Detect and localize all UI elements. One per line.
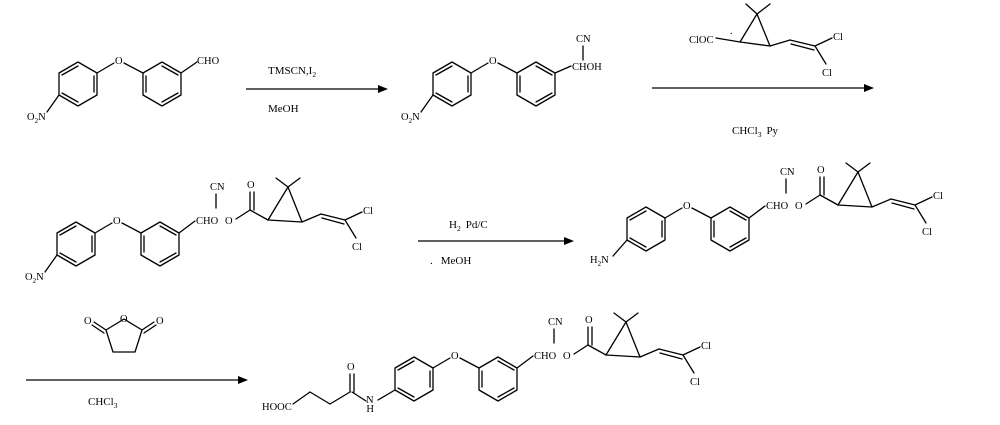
chlorine-label: Cl — [701, 341, 711, 352]
amide-nh-label: HN — [366, 395, 374, 415]
nitrile-label: CN — [576, 34, 591, 45]
nitrile-label: CN — [548, 317, 563, 328]
nitro-label: O2N — [27, 112, 46, 125]
step1-reagents: TMSCN,I2 — [268, 65, 316, 79]
carboxylic-acid-label: HOOC — [262, 402, 292, 413]
ether-oxygen: O — [113, 216, 121, 227]
cyclopropane-ring — [267, 186, 303, 223]
carbonyl-oxygen: O — [156, 316, 164, 327]
molecule-cyanohydrin: O2N O CHOH CN — [401, 34, 602, 125]
benzene-ring — [478, 356, 518, 402]
cyclopropane-ring — [837, 171, 873, 208]
aldehyde-label: CHO — [197, 56, 220, 67]
cyclopropane-ring — [739, 13, 771, 47]
reaction-arrow-1: TMSCN,I2 MeOH — [246, 65, 388, 115]
chlorine-label: Cl — [352, 242, 362, 253]
benzene-ring — [58, 61, 98, 107]
reaction-arrow-4: CHCl3 — [26, 376, 248, 410]
cyclopropane-ring — [605, 321, 641, 358]
benzene-ring — [56, 221, 96, 267]
benzene-ring — [710, 206, 750, 252]
nitrile-label: CN — [780, 167, 795, 178]
ester-carbon-label: CHO — [766, 201, 789, 212]
molecule-final-hapten: HOOC O HN O CHO CN O O — [262, 312, 711, 415]
ester-oxygen-label: O — [795, 201, 803, 212]
acyl-chloride-label: ClOC — [689, 35, 714, 46]
molecule-nitro-ester: O2N O CHO CN O O Cl Cl — [25, 177, 373, 285]
benzene-ring — [626, 206, 666, 252]
ester-carbon-label: CHO — [534, 351, 557, 362]
carbonyl-oxygen: O — [84, 316, 92, 327]
amide-oxygen: O — [347, 362, 355, 373]
chlorine-label: Cl — [933, 191, 943, 202]
ester-oxygen-label: O — [563, 351, 571, 362]
chlorine-label: Cl — [822, 68, 832, 79]
molecule-nitrophenoxy-benzaldehyde: O2N O CHO — [27, 56, 220, 125]
step1-solvent: MeOH — [268, 103, 299, 115]
ether-oxygen: O — [115, 56, 123, 67]
anhydride-ring — [105, 318, 143, 353]
benzene-ring — [394, 356, 434, 402]
benzene-ring — [142, 61, 182, 107]
carbonyl-oxygen: O — [817, 165, 825, 176]
svg-text:.: . — [730, 26, 733, 37]
amine-label: H2N — [590, 255, 609, 268]
carbonyl-oxygen: O — [585, 315, 593, 326]
ring-oxygen: O — [120, 314, 128, 325]
chlorine-label: Cl — [363, 206, 373, 217]
benzene-ring — [140, 221, 180, 267]
chlorine-label: Cl — [833, 32, 843, 43]
cyanohydrin-label: CHOH — [572, 62, 602, 73]
ester-oxygen-label: O — [225, 216, 233, 227]
ester-carbon-label: CHO — [196, 216, 219, 227]
nitro-label: O2N — [401, 112, 420, 125]
step4-solvent: CHCl3 — [88, 396, 118, 410]
ether-oxygen: O — [489, 56, 497, 67]
nitrile-label: CN — [210, 182, 225, 193]
molecule-amino-ester: H2N O CHO CN O O Cl Cl — [590, 162, 943, 268]
step3-solvent: .MeOH — [430, 255, 471, 267]
nitro-label: O2N — [25, 272, 44, 285]
benzene-ring — [432, 61, 472, 107]
chlorine-label: Cl — [922, 227, 932, 238]
ether-oxygen: O — [451, 351, 459, 362]
reagent-acid-chloride: ClOC . Cl Cl — [689, 3, 843, 79]
benzene-ring — [516, 61, 556, 107]
carbonyl-oxygen: O — [247, 180, 255, 191]
reagent-succinic-anhydride: O O O — [84, 314, 164, 353]
chlorine-label: Cl — [690, 377, 700, 388]
ether-oxygen: O — [683, 201, 691, 212]
